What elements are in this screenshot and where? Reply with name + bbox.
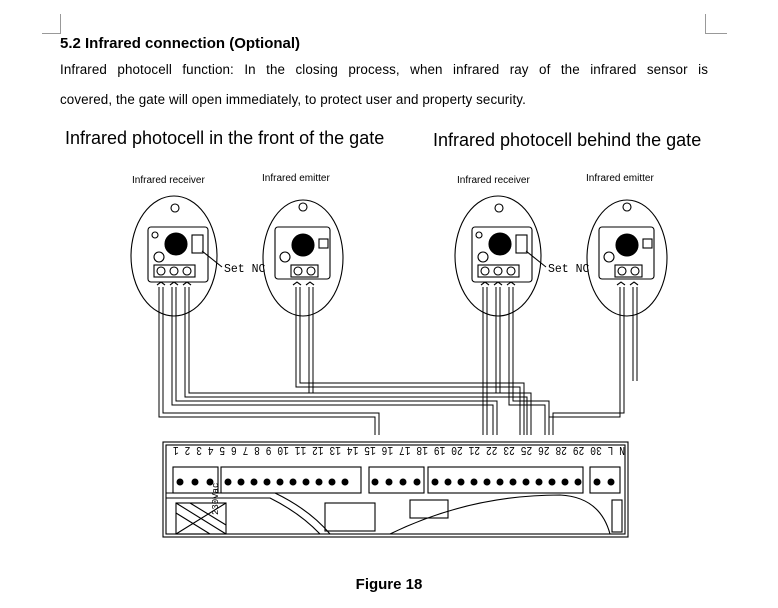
crop-mark-top-left-h <box>42 33 60 35</box>
left-diagram-title: Infrared photocell in the front of the g… <box>65 128 384 148</box>
right-set-nc-pointer <box>525 250 547 268</box>
left-set-nc-pointer <box>201 250 223 268</box>
section-heading: 5.2 Infrared connection (Optional) <box>60 35 301 52</box>
board-terminal-numbers: N L 30 29 28 26 25 23 22 21 20 19 18 17 … <box>173 443 625 456</box>
left-set-nc-label: Set NC <box>224 263 266 276</box>
crop-mark-top-right-h <box>705 33 727 35</box>
crop-mark-top-right <box>705 14 707 34</box>
right-receiver-device <box>454 195 542 317</box>
right-receiver-label: Infrared receiver <box>457 175 530 186</box>
wiring-diagram: Infrared photocell in the front of the g… <box>65 128 701 538</box>
right-diagram-title: Infrared photocell behind the gate <box>433 130 701 150</box>
board-voltage-label: 230Vac <box>211 483 221 515</box>
left-emitter-device <box>262 199 344 317</box>
left-emitter-label: Infrared emitter <box>262 173 330 184</box>
left-receiver-device <box>130 195 218 317</box>
right-emitter-label: Infrared emitter <box>586 173 654 184</box>
right-set-nc-label: Set NC <box>548 263 590 276</box>
crop-mark-top-left <box>60 14 62 34</box>
right-emitter-device <box>586 199 668 317</box>
left-receiver-label: Infrared receiver <box>132 175 205 186</box>
terminal-screws <box>176 478 615 486</box>
paragraph-line-2: covered, the gate will open immediately,… <box>60 92 526 107</box>
connection-wires <box>158 287 638 435</box>
figure-caption: Figure 18 <box>355 576 423 593</box>
paragraph-line-1: Infrared photocell function: In the clos… <box>60 62 708 77</box>
control-board <box>162 441 629 538</box>
